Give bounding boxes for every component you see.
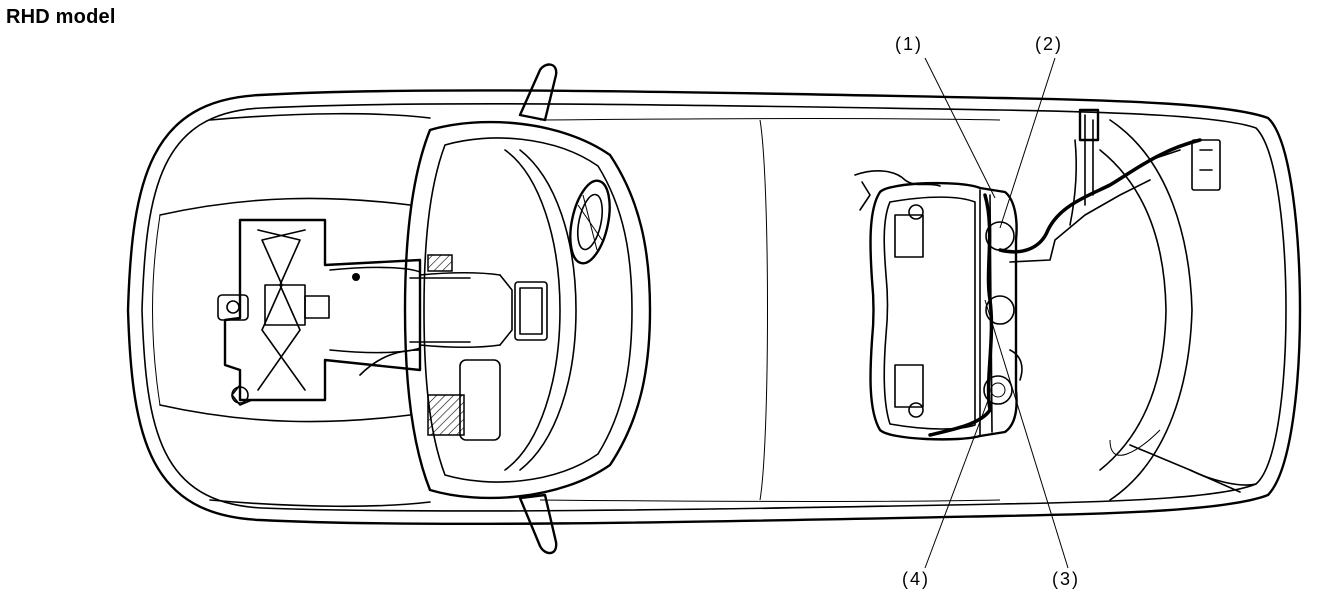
callout-4: (4) [902, 569, 930, 589]
engine-assembly [217, 218, 513, 406]
callout-3: (3) [1052, 569, 1080, 589]
fuel-tank-assembly [854, 108, 1221, 441]
leader-lines [924, 57, 1069, 569]
diagram-title: RHD model [6, 6, 116, 28]
side-mirrors [518, 63, 558, 555]
callout-1: (1) [895, 34, 923, 54]
callout-2: (2) [1035, 34, 1063, 54]
car-body-outline [126, 89, 1302, 526]
cabin-windshield [403, 120, 652, 500]
